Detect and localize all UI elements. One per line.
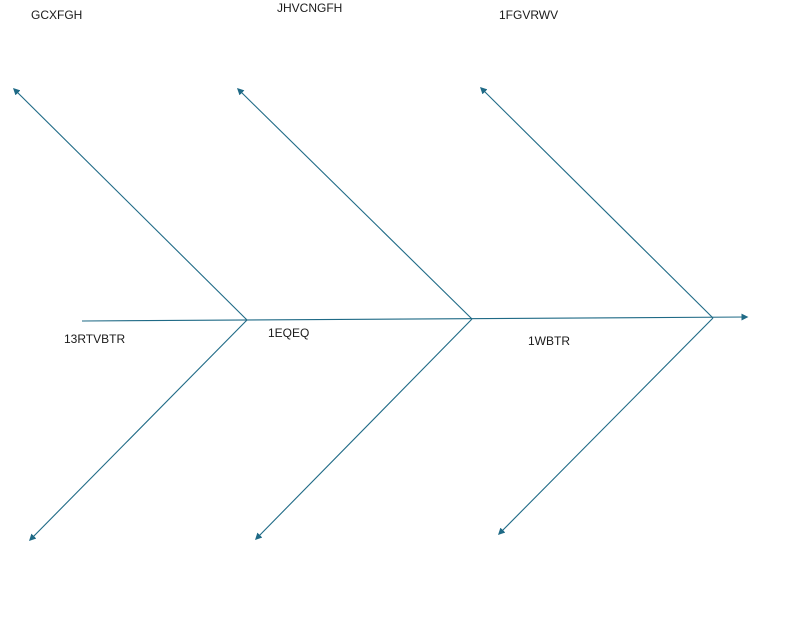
bone-lower-2 [255, 318, 473, 540]
bottom-label-1: 13RTVBTR [64, 332, 126, 346]
spine-line [81, 313, 749, 322]
top-label-1: GCXFGH [31, 8, 83, 22]
bone-upper-1 [13, 88, 248, 321]
top-label-3: 1FGVRWV [499, 8, 559, 22]
bone-lower-3 [498, 317, 714, 535]
bone-lower-1 [29, 319, 248, 541]
bone-upper-3 [480, 87, 714, 319]
top-label-2: JHVCNGFH [277, 1, 343, 15]
bone-upper-2 [237, 88, 473, 320]
bottom-label-3: 1WBTR [528, 334, 570, 348]
bottom-label-2: 1EQEQ [268, 326, 310, 340]
